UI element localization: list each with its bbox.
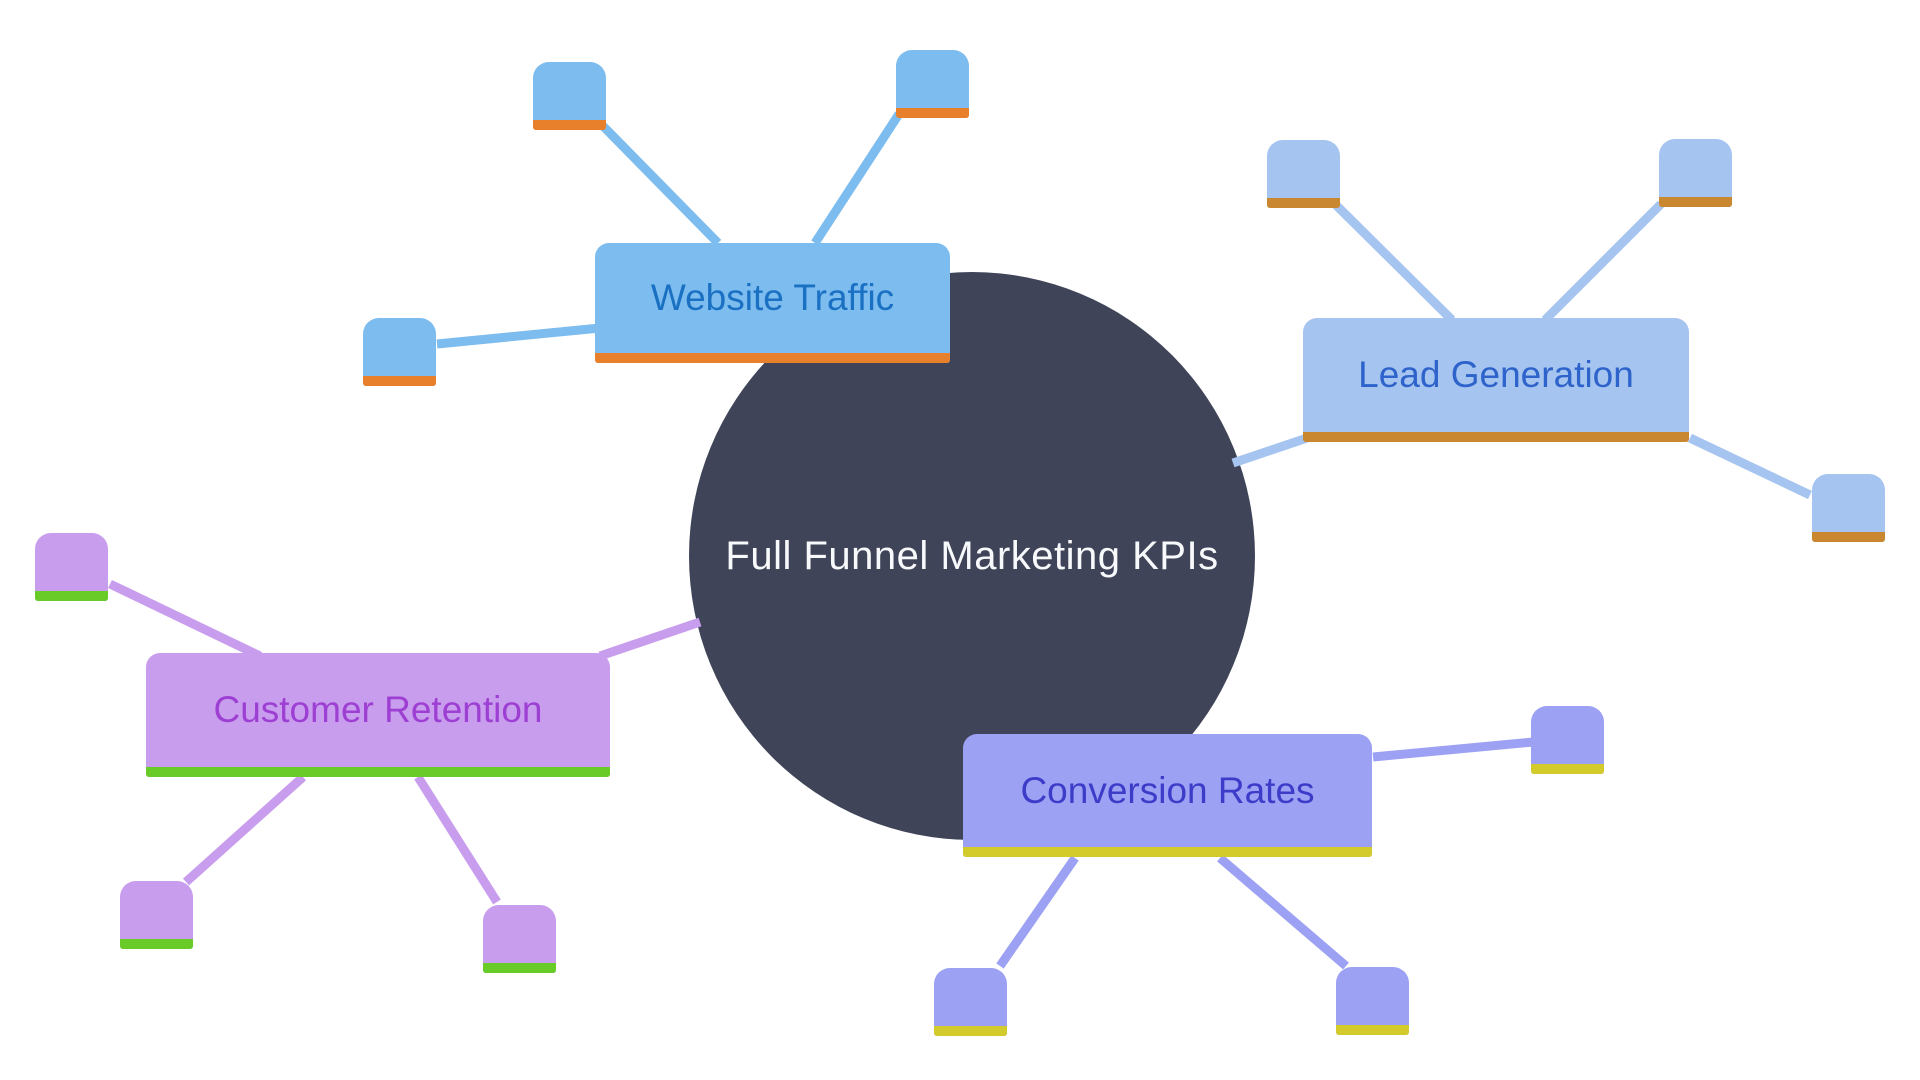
branch-label-website-traffic: Website Traffic bbox=[650, 277, 895, 318]
leaf-node-lead-generation-1[interactable] bbox=[1267, 140, 1340, 208]
central-topic-label: Full Funnel Marketing KPIs bbox=[725, 533, 1219, 578]
connector-conversion-rates-leaf-3 bbox=[1217, 854, 1349, 970]
accent-bar-conversion-rates bbox=[963, 847, 1372, 857]
accent-bar-website-traffic bbox=[595, 353, 950, 363]
branch-label-lead-generation: Lead Generation bbox=[1358, 354, 1634, 395]
leaf-accent-bar bbox=[1659, 197, 1732, 207]
leaf-accent-bar bbox=[533, 120, 606, 130]
leaf-accent-bar bbox=[1336, 1025, 1409, 1035]
accent-bar-lead-generation bbox=[1303, 432, 1689, 442]
leaf-node-website-traffic-3[interactable] bbox=[363, 318, 436, 386]
leaf-accent-bar bbox=[934, 1026, 1007, 1036]
branch-node-customer-retention[interactable]: Customer Retention bbox=[146, 653, 610, 777]
accent-bar-customer-retention bbox=[146, 767, 610, 777]
leaf-node-conversion-rates-1[interactable] bbox=[1531, 706, 1604, 774]
connector-lead-generation-leaf-3 bbox=[1688, 433, 1812, 500]
connector-center-lead-generation bbox=[1231, 432, 1312, 468]
leaf-node-website-traffic-1[interactable] bbox=[533, 62, 606, 130]
leaf-node-website-traffic-2[interactable] bbox=[896, 50, 969, 118]
connector-lead-generation-leaf-2 bbox=[1541, 200, 1665, 324]
branch-node-website-traffic[interactable]: Website Traffic bbox=[595, 243, 950, 363]
connector-customer-retention-leaf-1 bbox=[108, 579, 262, 661]
connector-conversion-rates-leaf-2 bbox=[996, 855, 1079, 969]
leaf-accent-bar bbox=[896, 108, 969, 118]
branch-label-customer-retention: Customer Retention bbox=[213, 689, 543, 730]
connector-conversion-rates-leaf-1 bbox=[1372, 737, 1534, 762]
leaf-node-customer-retention-1[interactable] bbox=[35, 533, 108, 601]
connector-website-traffic-leaf-1 bbox=[599, 122, 722, 247]
leaf-node-lead-generation-3[interactable] bbox=[1812, 474, 1885, 542]
leaf-node-customer-retention-3[interactable] bbox=[483, 905, 556, 973]
leaf-node-conversion-rates-2[interactable] bbox=[934, 968, 1007, 1036]
leaf-node-customer-retention-2[interactable] bbox=[120, 881, 193, 949]
leaf-accent-bar bbox=[1267, 198, 1340, 208]
connector-website-traffic-leaf-3 bbox=[436, 323, 601, 349]
leaf-accent-bar bbox=[1812, 532, 1885, 542]
leaf-accent-bar bbox=[483, 963, 556, 973]
leaf-accent-bar bbox=[1531, 764, 1604, 774]
branch-node-lead-generation[interactable]: Lead Generation bbox=[1303, 318, 1689, 442]
leaf-accent-bar bbox=[363, 376, 436, 386]
connector-customer-retention-leaf-2 bbox=[182, 773, 307, 886]
branch-node-conversion-rates[interactable]: Conversion Rates bbox=[963, 734, 1372, 857]
branch-label-conversion-rates: Conversion Rates bbox=[1020, 769, 1315, 811]
leaf-node-lead-generation-2[interactable] bbox=[1659, 139, 1732, 207]
connector-center-customer-retention bbox=[598, 617, 702, 661]
leaf-accent-bar bbox=[120, 939, 193, 949]
connector-lead-generation-leaf-1 bbox=[1331, 200, 1456, 324]
leaf-node-conversion-rates-3[interactable] bbox=[1336, 967, 1409, 1035]
connector-customer-retention-leaf-3 bbox=[414, 774, 501, 905]
leaf-accent-bar bbox=[35, 591, 108, 601]
connector-website-traffic-leaf-2 bbox=[811, 111, 903, 246]
